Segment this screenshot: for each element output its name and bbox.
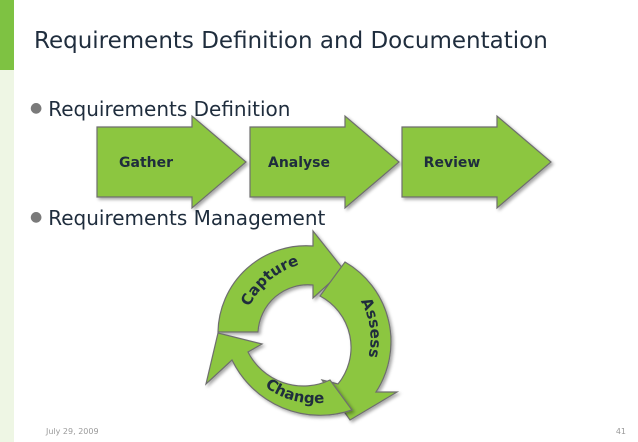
bullet-dot-icon: ●: [30, 209, 43, 225]
slide-title: Requirements Definition and Documentatio…: [34, 28, 548, 54]
process-label-analyse: Analyse: [268, 155, 330, 171]
cycle-arrow-assess: [319, 261, 400, 421]
bullet-text: Requirements Definition: [48, 97, 291, 121]
bullet-requirements-definition: ● Requirements Definition: [30, 97, 290, 121]
footer-date: July 29, 2009: [46, 427, 99, 436]
accent-bar: [0, 0, 14, 70]
process-arrow-review: [401, 114, 552, 210]
footer-page-number: 41: [615, 427, 626, 436]
process-flow: Gather Analyse Review: [96, 114, 552, 210]
accent-bar-light: [0, 70, 14, 442]
process-label-gather: Gather: [119, 155, 173, 171]
bullet-dot-icon: ●: [30, 100, 43, 116]
process-arrow-analyse: [249, 114, 400, 210]
bullet-text: Requirements Management: [48, 206, 326, 230]
management-cycle: Capture Assess Change: [204, 229, 400, 421]
bullet-requirements-management: ● Requirements Management: [30, 206, 325, 230]
process-arrow-gather: [96, 114, 247, 210]
process-label-review: Review: [424, 155, 481, 171]
cycle-arrow-capture: [217, 229, 345, 333]
cycle-arrow-change: [204, 332, 353, 416]
